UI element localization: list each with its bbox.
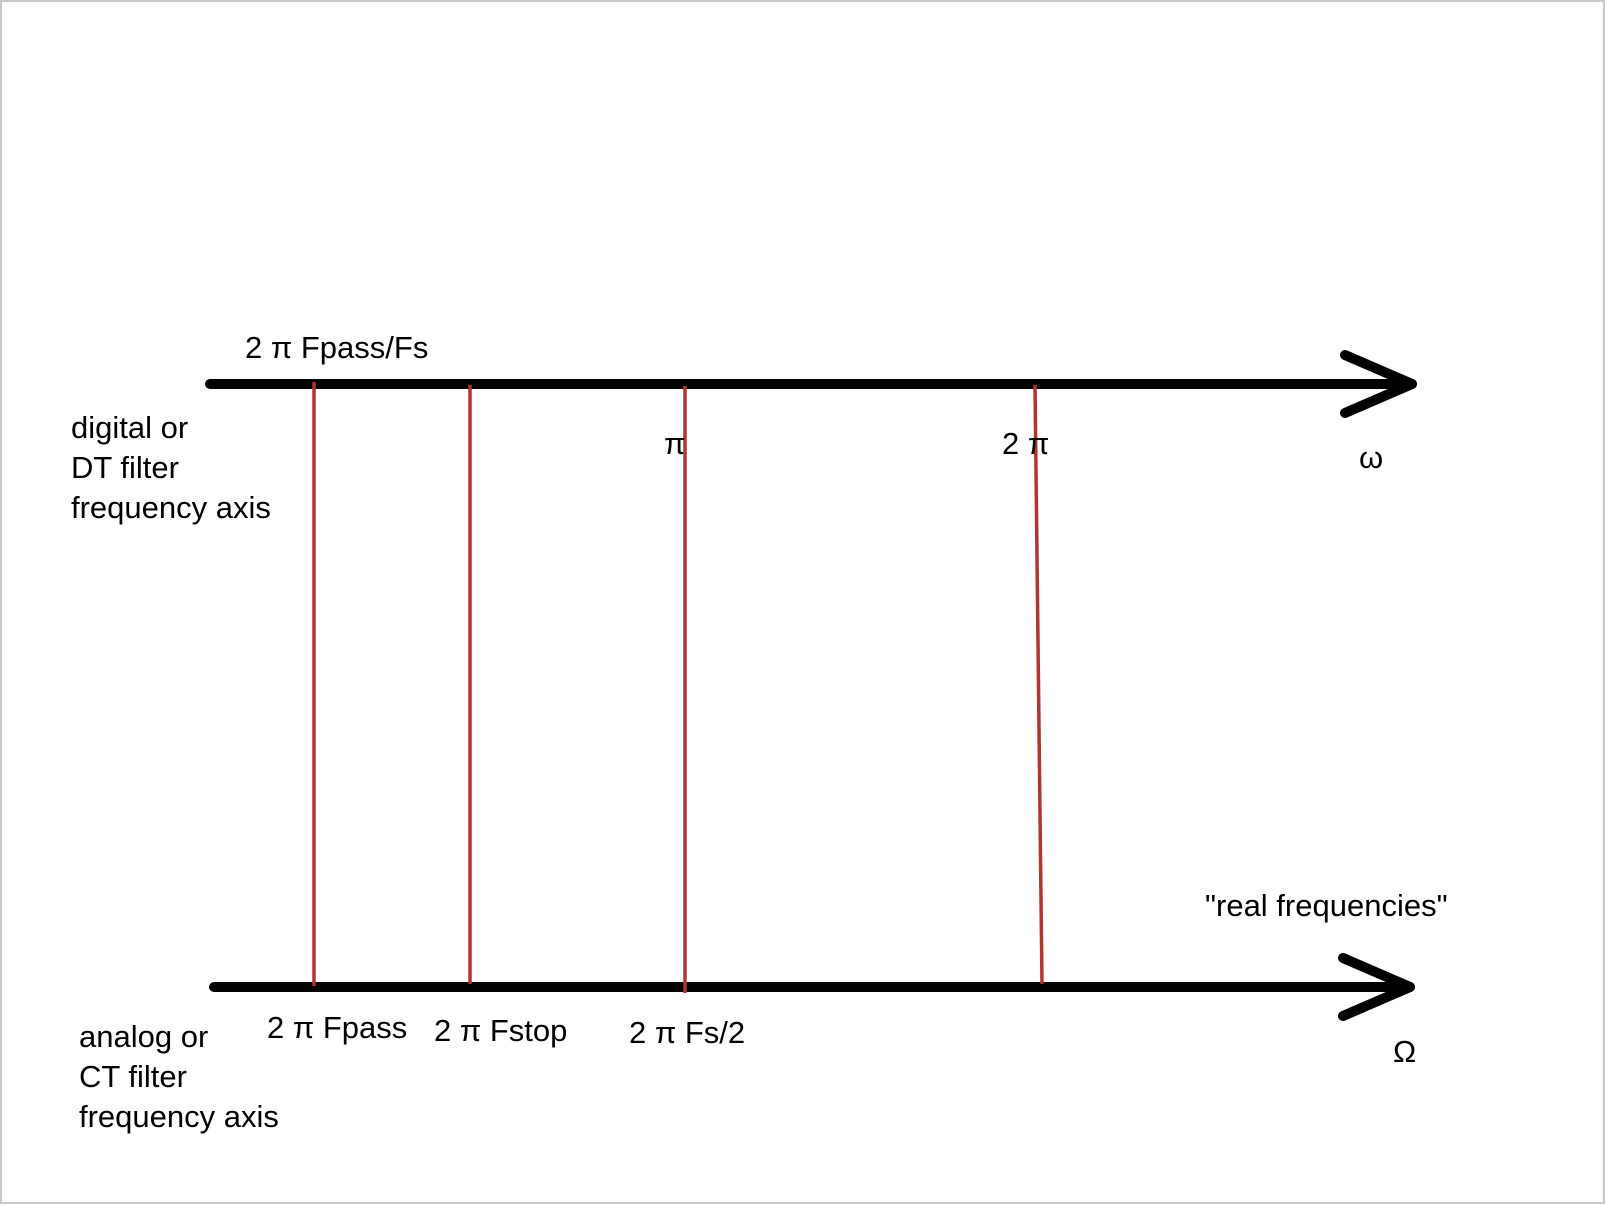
analog-axis-arrowhead	[1338, 953, 1415, 1021]
digital-axis-description-line-3: frequency axis	[71, 490, 271, 525]
analog-axis-description-line-3: frequency axis	[79, 1099, 279, 1134]
digital-axis-description-line-1: digital or	[71, 410, 189, 445]
omega-symbol: ω	[1359, 440, 1384, 475]
analog-axis-description-line-1: analog or	[79, 1019, 209, 1054]
digital-fpass-label: 2 π Fpass/Fs	[245, 330, 429, 365]
mapping-line-fs	[1033, 384, 1044, 985]
analog-fstop-label: 2 π Fstop	[434, 1013, 568, 1048]
digital-pi-label: π	[664, 426, 686, 461]
digital-axis-arrowhead	[1340, 350, 1417, 418]
capital-omega-symbol: Ω	[1393, 1034, 1417, 1069]
real-frequencies-note: "real frequencies"	[1205, 888, 1448, 923]
analog-fpass-label: 2 π Fpass	[267, 1010, 408, 1045]
digital-axis-description: digital or DT filter frequency axis	[71, 408, 271, 528]
analog-axis-description: analog or CT filter frequency axis	[79, 1017, 279, 1137]
digital-two-pi-label: 2 π	[1002, 426, 1050, 461]
analog-half-fs-label: 2 π Fs/2	[629, 1015, 746, 1050]
digital-axis-description-line-2: DT filter	[71, 450, 179, 485]
analog-axis-description-line-2: CT filter	[79, 1059, 187, 1094]
